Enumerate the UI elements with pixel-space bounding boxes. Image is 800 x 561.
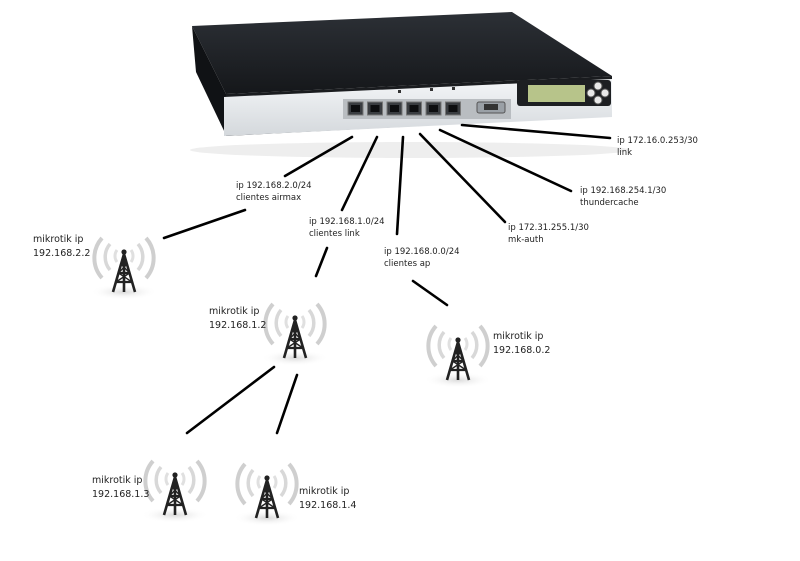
lcd-display xyxy=(528,85,585,102)
line-clientes-ap-tower xyxy=(411,279,449,307)
ethernet-port-socket xyxy=(409,105,419,112)
ethernet-port-socket xyxy=(390,105,399,112)
line-tower-1-4 xyxy=(275,373,299,435)
radio-tower-icon xyxy=(139,459,211,525)
tower-ip: 192.168.1.3 xyxy=(92,489,150,500)
ethernet-port-socket xyxy=(351,105,360,112)
ethernet-port-socket xyxy=(370,105,380,112)
connection-lines xyxy=(162,123,612,435)
tower-label-text: mikrotik ip xyxy=(493,331,544,342)
radio-tower-icon xyxy=(231,462,303,528)
ethernet-port-socket xyxy=(429,105,438,112)
link-ip: ip 192.168.0.0/24 xyxy=(384,247,460,257)
tower-label-192-168-2-2: mikrotik ip 192.168.2.2 xyxy=(33,233,90,261)
tower-icons xyxy=(88,236,494,528)
line-tower-1-3 xyxy=(185,365,276,435)
lcd-down-button xyxy=(593,95,603,105)
lcd-up-button xyxy=(593,81,603,91)
link-label-thundercache: ip 192.168.254.1/30 thundercache xyxy=(580,185,666,209)
link-ip: ip 172.16.0.253/30 xyxy=(617,136,698,146)
link-desc: mk-auth xyxy=(508,235,544,245)
router-side xyxy=(192,26,226,135)
lcd-right-button xyxy=(600,88,610,98)
status-led xyxy=(452,87,455,90)
link-label-mk-auth: ip 172.31.255.1/30 mk-auth xyxy=(508,222,589,246)
tower-label-text: mikrotik ip xyxy=(33,234,84,245)
line-clientes-ap xyxy=(395,135,405,236)
router-top xyxy=(192,12,612,94)
line-clientes-link-tower xyxy=(314,246,329,278)
tower-label-192-168-1-3: mikrotik ip 192.168.1.3 xyxy=(92,474,149,502)
radio-tower-icon xyxy=(88,236,160,302)
link-desc: clientes airmax xyxy=(236,193,302,203)
link-desc: clientes link xyxy=(309,229,360,239)
lcd-left-button xyxy=(586,88,596,98)
tower-ip: 192.168.1.2 xyxy=(209,320,267,331)
tower-label-text: mikrotik ip xyxy=(209,306,260,317)
ethernet-port-socket xyxy=(448,105,458,112)
tower-label-text: mikrotik ip xyxy=(299,486,350,497)
tower-label-192-168-1-4: mikrotik ip 192.168.1.4 xyxy=(299,485,356,513)
link-desc: link xyxy=(617,148,633,158)
router-shadow xyxy=(190,142,630,158)
tower-label-text: mikrotik ip xyxy=(92,475,143,486)
router-appliance xyxy=(190,12,630,158)
status-led xyxy=(398,90,401,93)
link-ip: ip 192.168.2.0/24 xyxy=(236,181,312,191)
tower-ip: 192.168.0.2 xyxy=(493,345,551,356)
link-label-clientes-ap: ip 192.168.0.0/24 clientes ap xyxy=(384,246,460,270)
line-thundercache xyxy=(438,128,573,193)
line-clientes-link xyxy=(340,135,379,212)
tower-label-192-168-0-2: mikrotik ip 192.168.0.2 xyxy=(493,330,550,358)
link-label-clientes-link: ip 192.168.1.0/24 clientes link xyxy=(309,216,385,240)
link-ip: ip 172.31.255.1/30 xyxy=(508,223,589,233)
tower-label-192-168-1-2: mikrotik ip 192.168.1.2 xyxy=(209,305,266,333)
radio-tower-icon xyxy=(259,302,331,368)
line-mk-auth xyxy=(418,132,507,224)
status-led xyxy=(430,88,433,91)
link-label-airmax: ip 192.168.2.0/24 clientes airmax xyxy=(236,180,312,204)
link-ip: ip 192.168.1.0/24 xyxy=(309,217,385,227)
tower-ip: 192.168.2.2 xyxy=(33,248,91,259)
link-desc: thundercache xyxy=(580,198,639,208)
radio-tower-icon xyxy=(422,324,494,390)
tower-ip: 192.168.1.4 xyxy=(299,500,357,511)
ethernet-ports xyxy=(347,101,461,116)
link-desc: clientes ap xyxy=(384,259,431,269)
line-uplink xyxy=(460,123,612,140)
link-label-uplink: ip 172.16.0.253/30 link xyxy=(617,135,698,159)
line-airmax xyxy=(283,135,354,178)
line-airmax-tower xyxy=(162,208,247,240)
link-ip: ip 192.168.254.1/30 xyxy=(580,186,667,196)
serial-port-connector xyxy=(484,104,498,110)
